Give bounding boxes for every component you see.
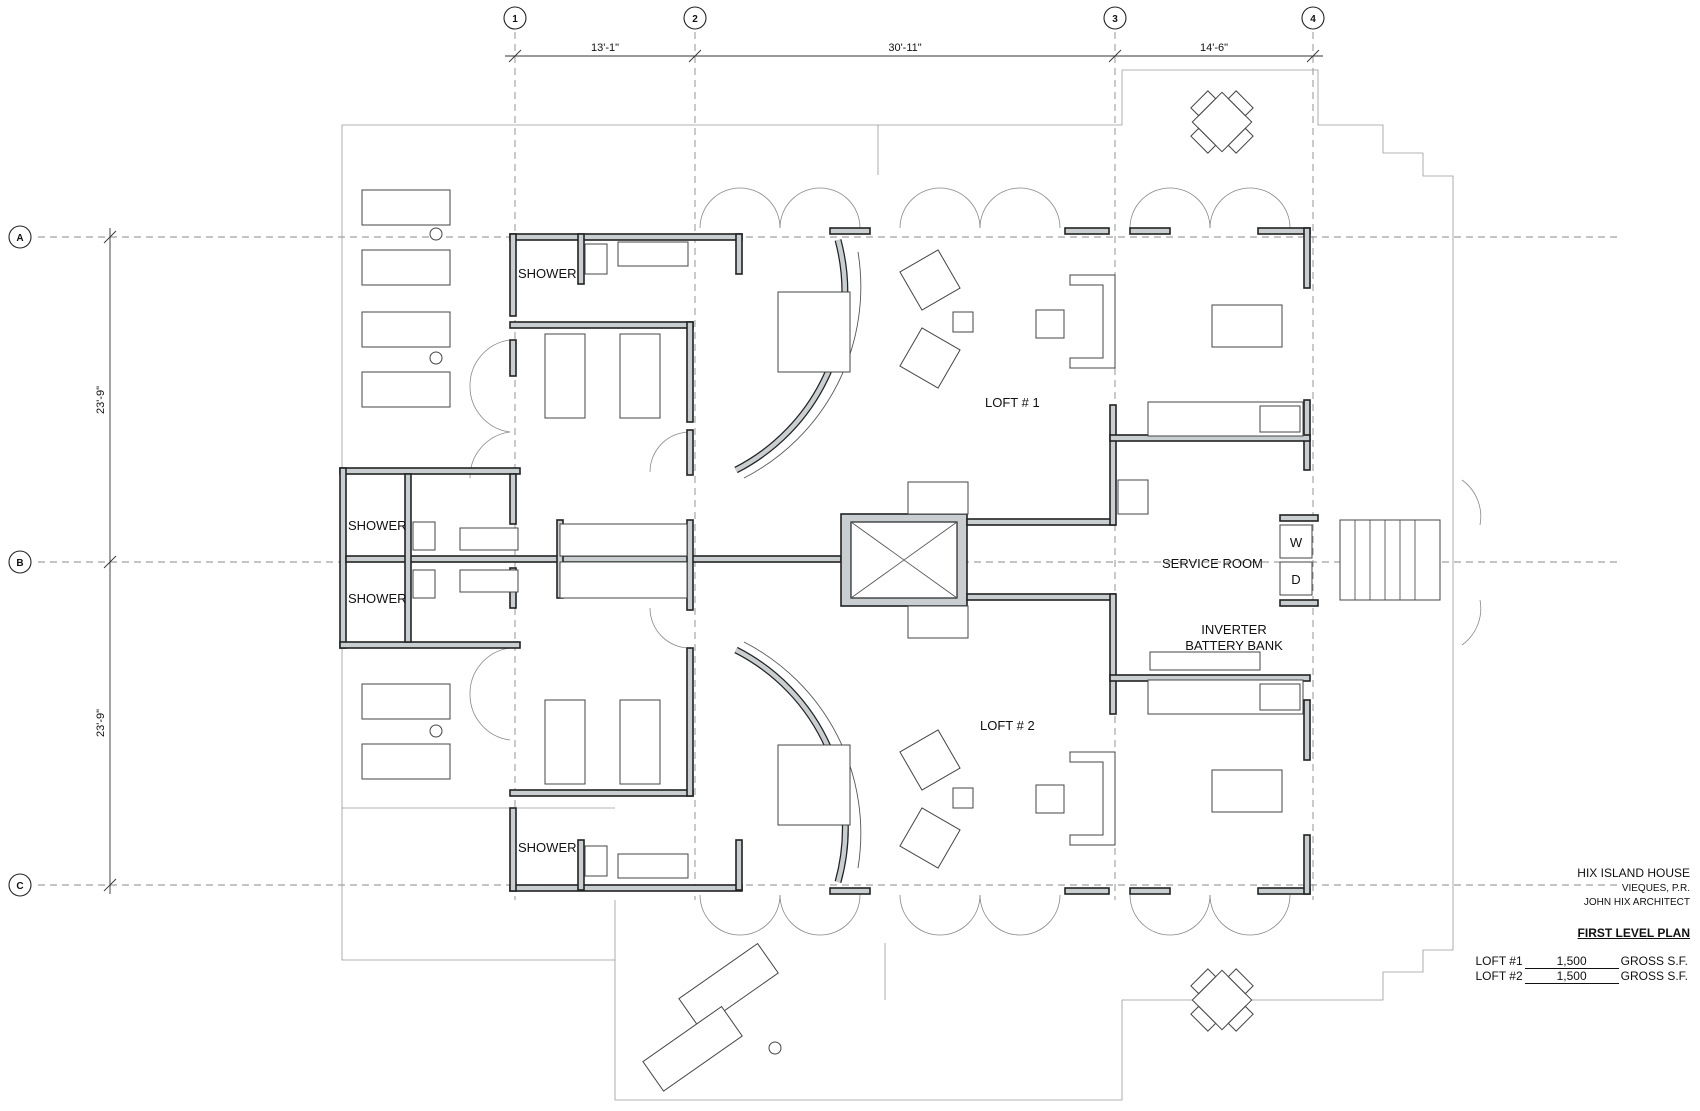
grid-bubble-b bbox=[8, 550, 32, 574]
grid-label-a: A bbox=[16, 233, 23, 244]
column-grid-bubbles: 1 2 3 4 bbox=[503, 6, 1325, 30]
dimension-23-9-lower: 23'-9" bbox=[95, 709, 107, 737]
grid-bubble-1 bbox=[503, 6, 527, 30]
room-label-inverter: INVERTER bbox=[1201, 622, 1267, 637]
area-unit: GROSS S.F. bbox=[1620, 969, 1688, 983]
dimension-23-9-upper: 23'-9" bbox=[95, 386, 107, 414]
project-location: VIEQUES, P.R. bbox=[1621, 883, 1690, 894]
door-swings bbox=[469, 187, 1482, 936]
grid-bubble-c bbox=[8, 873, 32, 897]
room-label-service-room: SERVICE ROOM bbox=[1162, 556, 1263, 571]
dimension-30-11: 30'-11" bbox=[888, 42, 921, 54]
room-label-loft-2: LOFT # 2 bbox=[980, 718, 1035, 733]
room-label-shower-corridor-upper: SHOWER bbox=[348, 518, 407, 533]
title-block: HIX ISLAND HOUSE VIEQUES, P.R. JOHN HIX … bbox=[1420, 866, 1690, 984]
area-label: LOFT #1 bbox=[1475, 954, 1523, 969]
project-name: HIX ISLAND HOUSE bbox=[1577, 866, 1690, 880]
room-label-washer: W bbox=[1290, 535, 1303, 550]
area-value: 1,500 bbox=[1524, 968, 1619, 984]
room-label-shower-corridor-lower: SHOWER bbox=[348, 591, 407, 606]
room-label-shower-upper: SHOWER bbox=[518, 266, 577, 281]
grid-label-2: 2 bbox=[692, 14, 698, 25]
grid-bubble-3 bbox=[1103, 6, 1127, 30]
dimension-strings: 13'-1" 30'-11" 14'-6" 23'-9" 23'-9" bbox=[95, 42, 1323, 894]
area-value: 1,500 bbox=[1524, 954, 1619, 969]
area-label: LOFT #2 bbox=[1475, 969, 1523, 983]
area-table: LOFT #1 1,500 GROSS S.F. LOFT #2 1,500 G… bbox=[1474, 954, 1691, 984]
grid-label-b: B bbox=[16, 558, 23, 569]
grid-label-c: C bbox=[16, 881, 23, 892]
interior-furniture bbox=[412, 241, 1441, 879]
room-label-loft-1: LOFT # 1 bbox=[985, 395, 1040, 410]
room-label-battery-bank: BATTERY BANK bbox=[1185, 638, 1283, 653]
grid-bubble-4 bbox=[1301, 6, 1325, 30]
area-row: LOFT #1 1,500 GROSS S.F. bbox=[1474, 954, 1691, 969]
grid-bubble-a bbox=[8, 225, 32, 249]
grid-label-1: 1 bbox=[512, 14, 518, 25]
room-label-dryer: D bbox=[1291, 572, 1300, 587]
sheet-title: FIRST LEVEL PLAN bbox=[1577, 926, 1690, 940]
room-label-shower-lower: SHOWER bbox=[518, 840, 577, 855]
lounge-chairs bbox=[361, 189, 782, 1092]
area-unit: GROSS S.F. bbox=[1620, 954, 1688, 969]
project-architect: JOHN HIX ARCHITECT bbox=[1583, 897, 1690, 908]
room-labels: SHOWER SHOWER SHOWER SHOWER LOFT # 1 LOF… bbox=[348, 266, 1303, 855]
dimension-13-1: 13'-1" bbox=[591, 42, 619, 54]
grid-bubble-2 bbox=[683, 6, 707, 30]
grid-label-4: 4 bbox=[1310, 14, 1316, 25]
grid-label-3: 3 bbox=[1112, 14, 1118, 25]
row-grid-bubbles: A B C bbox=[8, 225, 32, 897]
area-row: LOFT #2 1,500 GROSS S.F. bbox=[1474, 968, 1691, 984]
walls bbox=[339, 227, 1319, 895]
dimension-14-6: 14'-6" bbox=[1200, 42, 1228, 54]
outdoor-dining-sets bbox=[1190, 90, 1254, 1032]
deck-outlines bbox=[341, 69, 1454, 1101]
